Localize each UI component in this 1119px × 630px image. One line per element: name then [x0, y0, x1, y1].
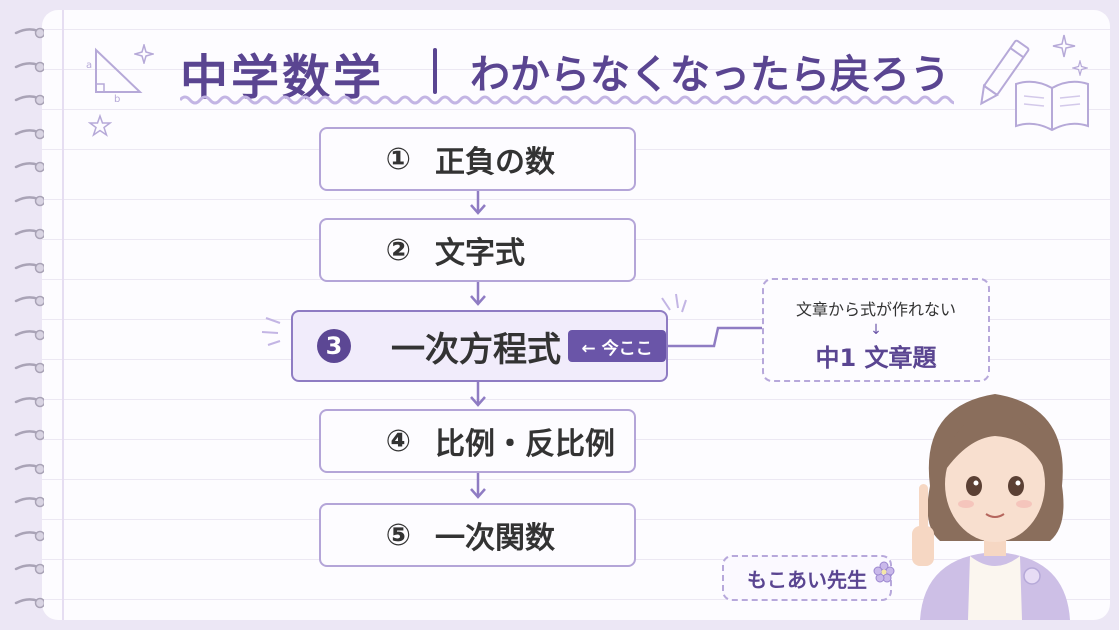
- step-label: 文字式: [435, 236, 525, 271]
- svg-text:b: b: [114, 94, 120, 104]
- teacher-illustration: [912, 394, 1070, 620]
- step-number-badge: 3: [317, 329, 351, 363]
- margin-line: [62, 10, 64, 620]
- spiral-ring: [14, 527, 46, 541]
- note-arrow: ↓: [870, 322, 882, 338]
- open-book-icon: [1015, 80, 1089, 132]
- spiral-ring: [14, 594, 46, 608]
- step-label: 正負の数: [435, 145, 555, 180]
- note-text: 文章から式が作れない: [795, 300, 956, 319]
- step-1[interactable]: ① 正負の数: [319, 127, 636, 191]
- step-number: ⑤: [385, 517, 411, 553]
- step-4[interactable]: ④ 比例・反比例: [319, 409, 636, 473]
- spiral-ring: [14, 158, 46, 173]
- step-5[interactable]: ⑤ 一次関数: [319, 503, 636, 567]
- spiral-ring: [14, 292, 46, 307]
- spiral-ring: [14, 24, 46, 39]
- note-link-text: 中1 文章題: [815, 344, 937, 372]
- svg-text:a: a: [86, 60, 92, 71]
- emphasis-marks: [261, 293, 687, 346]
- author-tag: もこあい先生: [722, 555, 892, 601]
- step-number: ④: [385, 423, 411, 459]
- star-icon: [88, 114, 112, 137]
- current-position-badge: ← 今ここ: [568, 330, 666, 362]
- step-label: 一次方程式: [391, 329, 561, 370]
- flower-icon: [873, 561, 895, 583]
- triangle-icon: a b: [86, 47, 143, 104]
- step-number: ①: [385, 141, 411, 177]
- step-2[interactable]: ② 文字式: [319, 218, 636, 282]
- spiral-ring: [14, 460, 46, 474]
- wavy-underline: [180, 95, 954, 105]
- step-label: 比例・反比例: [435, 427, 615, 462]
- title-divider: [433, 48, 437, 94]
- page-subtitle: わからなくなったら戻ろう: [470, 52, 950, 98]
- pencil-icon: [980, 39, 1030, 106]
- sparkle-icon: [134, 44, 154, 64]
- spiral-ring: [14, 560, 46, 575]
- step-number: ②: [385, 232, 411, 268]
- sparkle-icon: [1072, 60, 1088, 76]
- side-note: 文章から式が作れない ↓ 中1 文章題: [762, 278, 990, 382]
- step-label: 一次関数: [435, 521, 555, 556]
- sparkle-icon: [1052, 34, 1076, 58]
